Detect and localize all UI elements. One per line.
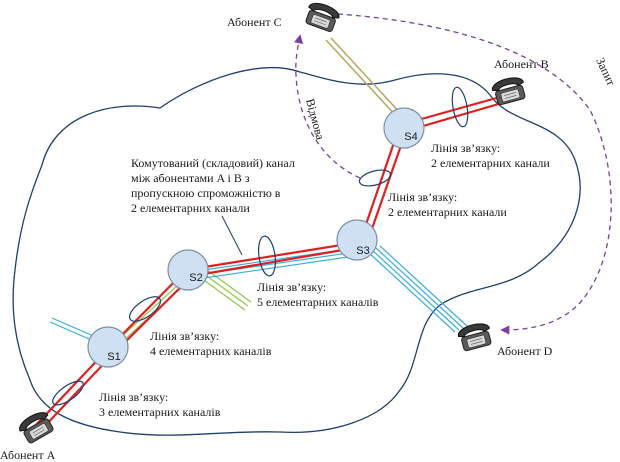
svg-text:Лінія зв’язку:: Лінія зв’язку: [431,141,500,155]
svg-text:Лінія зв’язку:: Лінія зв’язку: [150,329,219,343]
svg-text:S1: S1 [107,351,120,363]
phone-a-icon [15,408,57,446]
phone-b-icon [490,74,529,107]
svg-text:3 елементарних каналів: 3 елементарних каналів [99,405,221,419]
svg-text:між абонентами A і B з: між абонентами A і B з [131,171,250,185]
subscriber-c-label: Абонент C [227,15,282,29]
svg-text:S4: S4 [404,131,417,143]
request-arrow [337,13,612,335]
refusal-label: Відмова [303,97,328,142]
phone-c-icon [302,0,342,34]
phone-d-icon [456,320,495,353]
svg-text:Лінія зв’язку:: Лінія зв’язку: [388,190,457,204]
link-label-s1-s2: Лінія зв’язку: 4 елементарних каналів [150,329,272,358]
svg-text:2 елементарних канали: 2 елементарних канали [388,205,507,219]
link-rings [52,86,469,406]
svg-text:S3: S3 [356,245,369,257]
switched-channel-pointer [221,215,243,256]
svg-text:Лінія зв’язку:: Лінія зв’язку: [99,390,168,404]
svg-text:2 елементарних канали: 2 елементарних канали [431,156,550,170]
subscriber-d-label: Абонент D [497,344,553,358]
svg-text:S2: S2 [189,272,202,284]
svg-text:Лінія зв’язку:: Лінія зв’язку: [257,280,326,294]
network-boundary [12,67,581,436]
node-s3: S3 [336,219,378,261]
link-label-s3-s4: Лінія зв’язку: 2 елементарних канали [388,190,507,219]
node-s2: S2 [167,249,209,291]
refusal-arrow [294,34,361,179]
link-label-a-s1: Лінія зв’язку: 3 елементарних каналів [99,390,221,419]
node-s1: S1 [87,326,129,368]
switched-channel-label: Комутований (складовий) канал між абонен… [131,156,295,215]
subscriber-b-label: Абонент B [494,57,549,71]
svg-text:4 елементарних каналів: 4 елементарних каналів [150,344,272,358]
link-label-s2-s3: Лінія зв’язку: 5 елементарних каналів [257,280,379,309]
svg-text:Комутований (складовий) канал: Комутований (складовий) канал [131,156,295,170]
link-label-s4-b: Лінія зв’язку: 2 елементарних канали [431,141,550,170]
svg-text:2 елементарних канали: 2 елементарних канали [131,201,250,215]
links-s4-c [325,37,404,119]
links-s3-d [367,245,468,333]
svg-text:пропускною спроможністю в: пропускною спроможністю в [131,186,281,200]
subscriber-a-label: Абонент A [0,448,56,462]
svg-text:5 елементарних каналів: 5 елементарних каналів [257,295,379,309]
node-s4: S4 [383,107,425,149]
request-label: Запит [593,55,618,88]
